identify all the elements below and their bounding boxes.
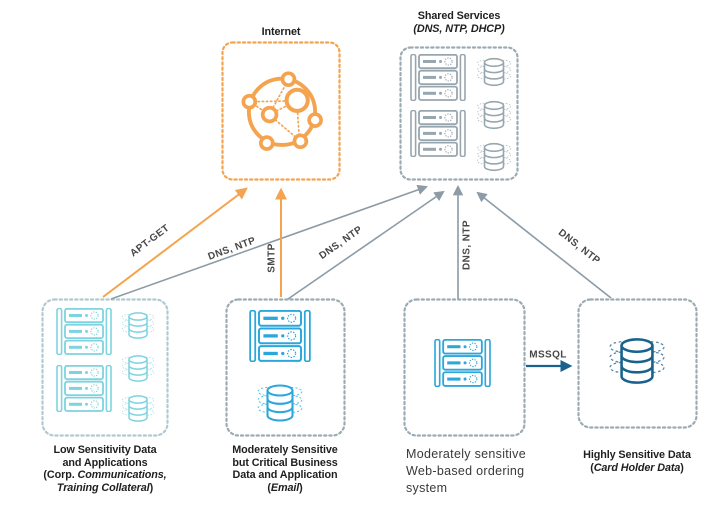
- caption-line-italic: Communications,: [77, 469, 167, 482]
- caption-line: system: [406, 481, 448, 495]
- caption-line: Low Sensitivity Data: [53, 444, 157, 456]
- database-icon: [121, 312, 155, 339]
- caption-line: ): [680, 461, 684, 474]
- caption-line: (Corp.: [43, 469, 78, 482]
- caption-line-italic: Card Holder Data: [593, 461, 681, 474]
- dns-ntp-ordering-label: DNS, NTP: [461, 220, 473, 270]
- caption-line: Data and Application: [232, 469, 338, 482]
- caption-line: Moderately sensitive: [406, 447, 526, 461]
- caption-line: but Critical Business: [232, 456, 338, 469]
- shared-services-title: Shared Services: [417, 10, 501, 22]
- server-rack-icon: [410, 110, 466, 157]
- high-zone-caption: Highly Sensitive Data (Card Holder Data): [567, 449, 707, 474]
- database-icon: [257, 384, 303, 422]
- high-sensitivity-zone-box: [577, 298, 698, 429]
- low-sensitivity-zone-box: [41, 298, 169, 437]
- low-zone-caption: Low Sensitivity Data and Applications (C…: [30, 444, 180, 494]
- database-icon: [608, 338, 666, 384]
- database-icon: [476, 57, 512, 87]
- dns-ntp-low-arrow: [110, 184, 428, 300]
- ordering-zone-box: [403, 298, 526, 437]
- email-zone-caption: Moderately Sensitive but Critical Busine…: [215, 444, 355, 494]
- dns-ntp-high-arrow: [476, 191, 612, 299]
- caption-line-italic: Email: [270, 481, 300, 494]
- shared-services-zone-box: [399, 46, 519, 181]
- database-icon: [121, 355, 155, 382]
- server-rack-icon: [249, 310, 311, 362]
- server-rack-icon: [56, 308, 112, 355]
- caption-line: ): [299, 481, 303, 494]
- caption-line: Highly Sensitive Data: [583, 449, 691, 461]
- caption-line: ): [149, 481, 154, 494]
- server-rack-icon: [56, 365, 112, 412]
- shared-services-subtitle: (DNS, NTP, DHCP): [413, 23, 505, 35]
- caption-line: Web-based ordering: [406, 464, 525, 478]
- internet-network-icon: [243, 73, 321, 149]
- database-icon: [476, 100, 512, 130]
- caption-line-italic: Training Collateral: [56, 481, 150, 494]
- server-rack-icon: [434, 339, 491, 387]
- database-icon: [121, 395, 155, 422]
- internet-title: Internet: [261, 26, 301, 38]
- apt-get-arrow: [102, 187, 248, 298]
- caption-line: and Applications: [62, 456, 148, 469]
- email-zone-box: [225, 298, 346, 437]
- mssql-label: MSSQL: [529, 349, 567, 361]
- caption-line: (: [590, 461, 594, 474]
- smtp-label: SMTP: [266, 243, 278, 273]
- caption-line: Moderately Sensitive: [232, 444, 338, 456]
- dns-ntp-email-arrow: [287, 190, 445, 300]
- server-rack-icon: [410, 54, 466, 101]
- caption-line: (: [267, 481, 271, 494]
- database-icon: [476, 142, 512, 172]
- ordering-zone-caption: Moderately sensitive Web-based ordering …: [406, 446, 556, 497]
- internet-zone-box: [221, 41, 341, 181]
